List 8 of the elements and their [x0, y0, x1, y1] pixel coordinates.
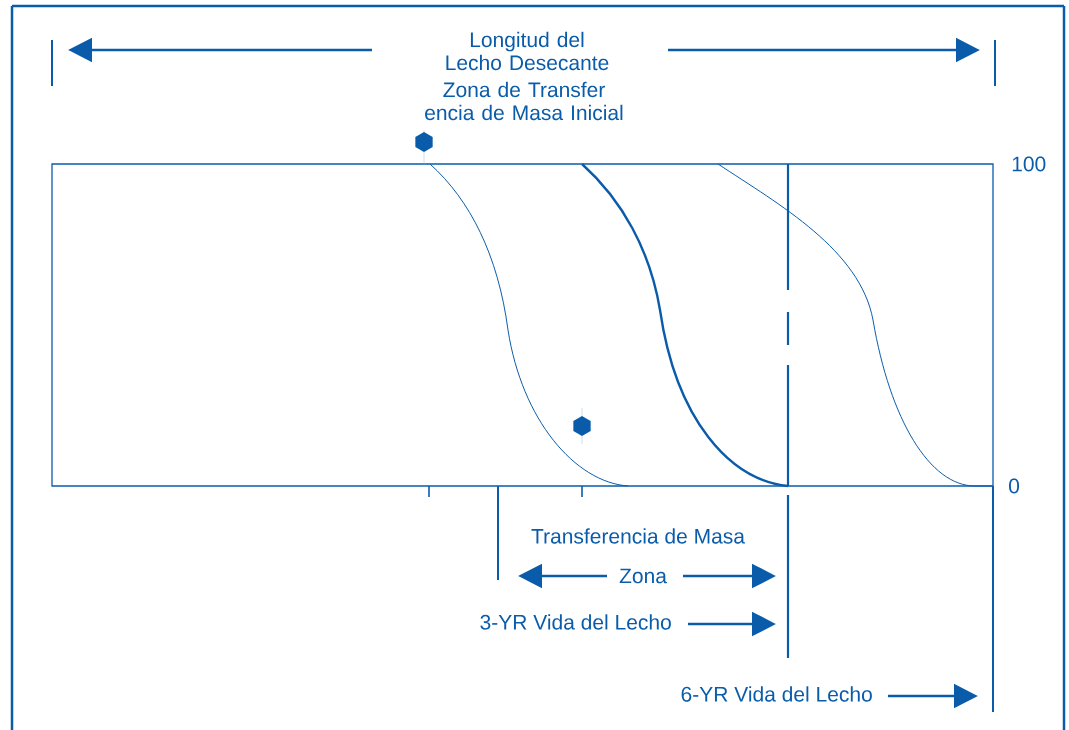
- label-text: Longitud del Lecho Desecante: [446, 31, 609, 71]
- label-text: Transferencia de Masa: [531, 528, 745, 544]
- label-text: Zona de Transfer encia de Masa Inicial: [425, 81, 623, 121]
- label-text: 0: [1009, 478, 1020, 494]
- label-text: 100: [1012, 156, 1046, 172]
- label-text: 6-YR Vida del Lecho: [681, 686, 872, 702]
- label-text: 3-YR Vida del Lecho: [480, 614, 671, 630]
- label-text: Zona: [619, 568, 667, 584]
